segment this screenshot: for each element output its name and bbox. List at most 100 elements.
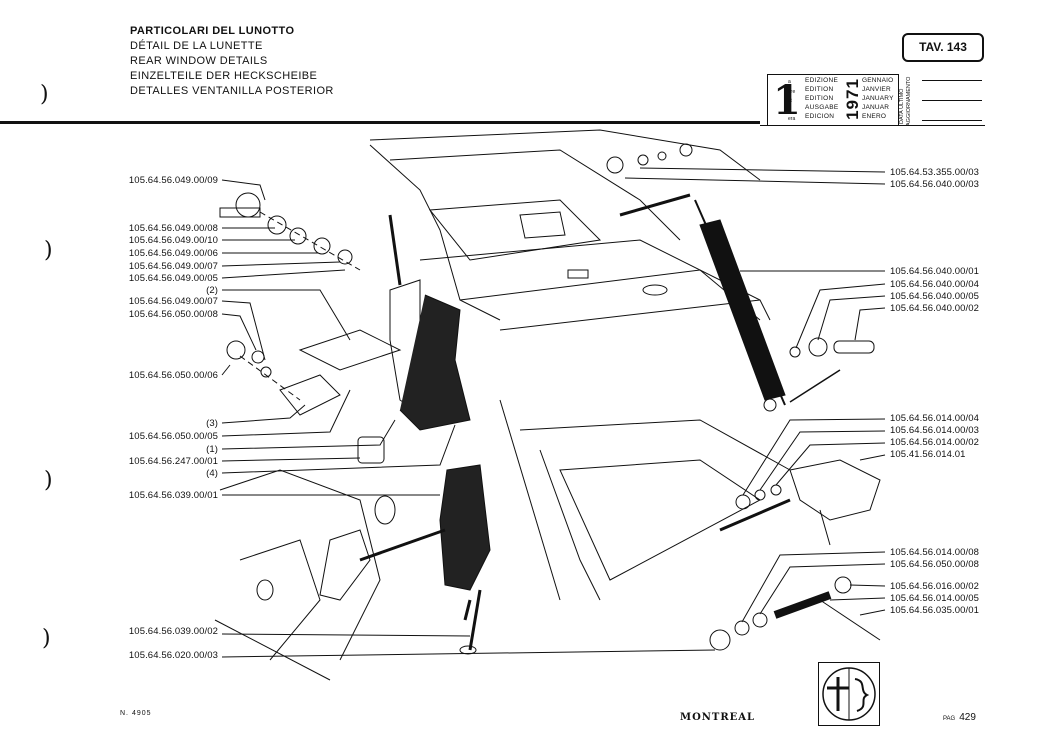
part-label: 105.64.56.247.00/01 <box>128 456 218 467</box>
part-label: 105.64.56.040.00/05 <box>890 291 980 302</box>
part-label: 105.64.56.049.00/09 <box>128 175 218 186</box>
update-line <box>922 100 982 101</box>
part-label: 105.64.56.014.00/04 <box>890 413 980 424</box>
part-label: 105.64.56.014.00/08 <box>890 547 980 558</box>
edition-suffix: era <box>788 116 796 122</box>
edition-label: AUSGABE <box>805 104 839 111</box>
part-label: 105.64.56.050.00/05 <box>128 431 218 442</box>
strut-top-eye <box>679 143 693 157</box>
leader-line <box>221 404 306 424</box>
leader-line <box>859 454 886 461</box>
cable <box>819 599 881 641</box>
clip <box>789 346 801 358</box>
strut-end-eye <box>763 398 777 412</box>
edition-month: JANVIER <box>862 86 891 93</box>
part-label: 105.64.56.040.00/04 <box>890 279 980 290</box>
washer <box>808 337 828 357</box>
part-label: 105.64.56.049.00/08 <box>128 223 218 234</box>
edition-suffix: st <box>788 98 792 104</box>
part-label: 105.64.56.049.00/07 <box>128 296 218 307</box>
edition-box: 1 a ère st . era EDIZIONE EDITION EDITIO… <box>767 74 899 126</box>
alfa-romeo-logo <box>818 662 880 726</box>
part-label: (4) <box>206 468 218 479</box>
lock-washer <box>260 366 272 378</box>
deck-lock <box>567 269 589 279</box>
leader-line <box>854 307 886 341</box>
speaker-grille <box>519 211 566 239</box>
roof-line <box>369 129 761 181</box>
edition-suffix: . <box>788 107 790 113</box>
nut <box>313 237 331 255</box>
trunk-left-edge <box>539 449 601 601</box>
bolt-head <box>606 156 624 174</box>
leader-line <box>221 261 341 267</box>
leader-line <box>829 597 886 601</box>
washer <box>752 612 768 628</box>
part-label: (3) <box>206 418 218 429</box>
brand-wordmark: MONTREAL <box>680 712 756 723</box>
update-line <box>922 80 982 81</box>
part-label: 105.64.56.050.00/06 <box>128 370 218 381</box>
header-rule-thin <box>760 125 985 126</box>
washer <box>251 350 265 364</box>
part-label: 105.64.56.049.00/06 <box>128 248 218 259</box>
edition-month: GENNAIO <box>862 77 894 84</box>
washer <box>770 484 782 496</box>
leader-line <box>221 179 266 201</box>
title-line-fr: DÉTAIL DE LA LUNETTE <box>130 40 263 52</box>
part-label: 105.64.56.016.00/02 <box>890 581 980 592</box>
door-panel-outline <box>219 469 381 661</box>
latch-handle <box>439 464 491 591</box>
part-label: (1) <box>206 444 218 455</box>
edition-suffix: a <box>788 79 791 85</box>
deck-line-3 <box>499 299 761 331</box>
washer <box>734 620 750 636</box>
part-label: 105.64.56.035.00/01 <box>890 605 980 616</box>
part-label: 105.64.56.040.00/02 <box>890 303 980 314</box>
title-line-it: PARTICOLARI DEL LUNOTTO <box>130 25 295 37</box>
leader-line <box>221 633 471 637</box>
part-label: 105.64.56.039.00/02 <box>128 626 218 637</box>
leader-line <box>221 269 346 279</box>
edition-month: JANUAR <box>862 104 890 111</box>
leader-line <box>221 364 231 376</box>
arrow <box>388 214 402 286</box>
arrow <box>463 599 472 621</box>
bolt-head <box>226 340 246 360</box>
leader-line <box>221 313 257 351</box>
binding-mark: ) <box>44 238 53 263</box>
table-reference-badge: TAV. 143 <box>902 33 984 62</box>
rubber-stop <box>357 436 385 464</box>
arrow <box>619 193 691 217</box>
part-label: 105.41.56.014.01 <box>890 449 966 460</box>
trunk-floor <box>559 459 761 581</box>
part-label: 105.64.56.049.00/07 <box>128 261 218 272</box>
update-line <box>922 120 982 121</box>
edition-label: EDITION <box>805 95 834 102</box>
title-line-en: REAR WINDOW DETAILS <box>130 55 268 67</box>
threaded-stud <box>773 591 832 619</box>
leader-line <box>859 609 886 616</box>
edition-label: EDICION <box>805 113 835 120</box>
nut <box>735 494 751 510</box>
assembly-axis <box>239 355 301 401</box>
assembly-axis <box>259 211 361 271</box>
hinge-strap <box>399 294 471 431</box>
leader-line <box>221 424 456 474</box>
trunk-upper-edge <box>519 419 791 471</box>
leader-line <box>221 457 361 462</box>
part-label: 105.64.56.014.00/02 <box>890 437 980 448</box>
striker-leg <box>819 509 831 546</box>
arrow <box>719 498 791 532</box>
part-label: 105.64.56.014.00/05 <box>890 593 980 604</box>
door-inner <box>239 539 321 661</box>
window-edge <box>389 149 681 241</box>
part-label: 105.64.56.040.00/03 <box>890 179 980 190</box>
part-label: 105.64.56.040.00/01 <box>890 266 980 277</box>
bracket-base <box>279 374 341 416</box>
part-label: 105.64.56.049.00/05 <box>128 273 218 284</box>
leader-line <box>759 430 886 491</box>
latch-bolt-head <box>459 645 477 655</box>
arrow <box>789 369 841 403</box>
